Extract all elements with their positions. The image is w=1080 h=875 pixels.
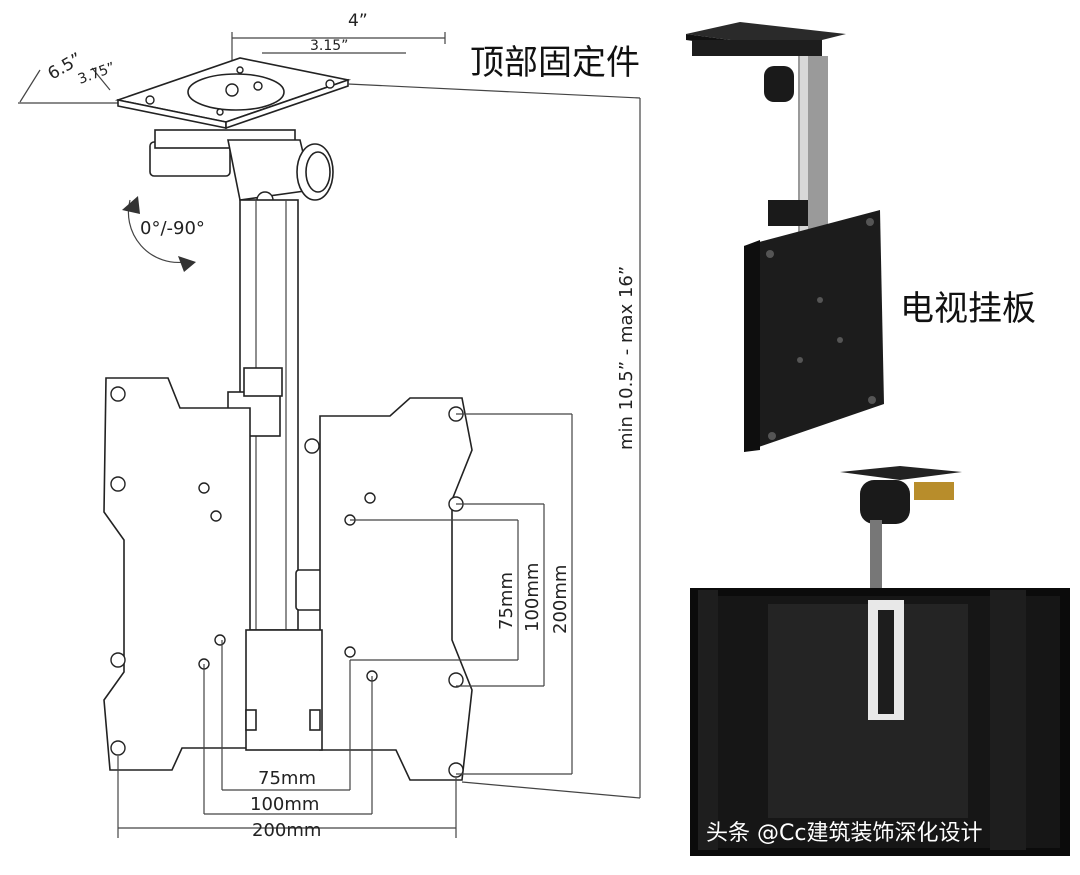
top-plate-dimensions bbox=[18, 32, 446, 104]
watermark-text: 头条 @Cc建筑装饰深化设计 bbox=[706, 821, 982, 846]
vesa-h-100-label: 100mm bbox=[250, 794, 319, 815]
height-range-label: min 10.5” - max 16” bbox=[616, 266, 637, 450]
height-dimension bbox=[347, 83, 641, 799]
vesa-plate bbox=[103, 377, 473, 781]
vesa-vertical-dimensions bbox=[350, 413, 573, 775]
vesa-h-75-label: 75mm bbox=[258, 768, 316, 789]
vesa-v-75-label: 75mm bbox=[496, 572, 517, 630]
dim-width-outer: 4” bbox=[348, 11, 368, 31]
tilt-joint bbox=[149, 129, 334, 209]
rotation-label: 0°/-90° bbox=[140, 218, 205, 239]
vesa-horizontal-dimensions bbox=[117, 640, 457, 838]
vesa-h-200-label: 200mm bbox=[252, 820, 321, 841]
product-photo-mount bbox=[686, 22, 884, 452]
tv-plate-label: 电视挂板 bbox=[900, 289, 1036, 329]
rotation-indicator bbox=[122, 196, 196, 272]
vesa-v-100-label: 100mm bbox=[522, 563, 543, 632]
dim-width-inner: 3.15” bbox=[310, 38, 348, 54]
vesa-v-200-label: 200mm bbox=[550, 565, 571, 634]
top-mount-label: 顶部固定件 bbox=[470, 43, 640, 83]
ceiling-plate bbox=[114, 57, 352, 130]
product-photo-installed bbox=[690, 466, 1070, 856]
